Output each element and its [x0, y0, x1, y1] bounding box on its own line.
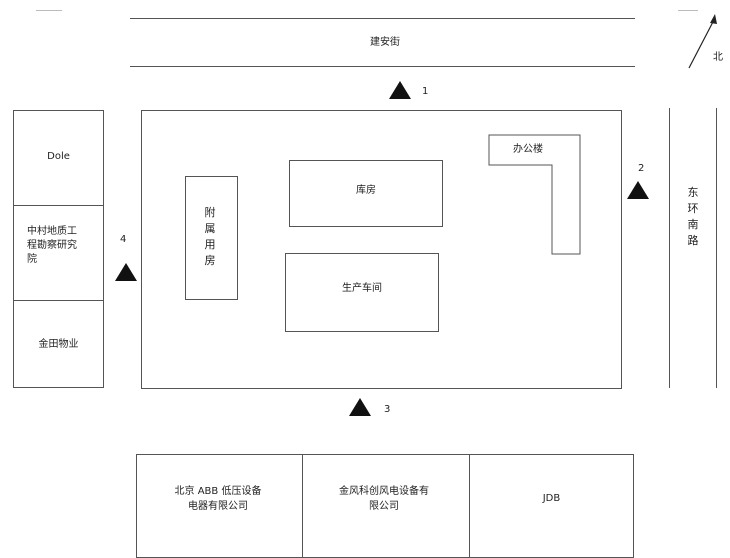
road-top-edge-upper	[130, 18, 635, 19]
ancillary-building	[185, 176, 238, 300]
road-right-edge-left	[669, 108, 670, 388]
entrance-marker-2	[627, 181, 649, 199]
entrance-marker-1	[389, 81, 411, 99]
office-building	[488, 134, 581, 255]
entrance-marker-3-label: 3	[384, 404, 391, 415]
road-right-edge-right	[716, 108, 717, 388]
site-boundary	[141, 110, 622, 389]
entrance-marker-1-label: 1	[422, 86, 429, 97]
road-top-label: 建安街	[370, 37, 400, 48]
warehouse-building	[289, 160, 443, 227]
south-divider-2	[469, 454, 470, 558]
south-divider-1	[302, 454, 303, 558]
ancillary-label: 附属用房	[204, 206, 216, 267]
west-neighbors-block	[13, 110, 104, 388]
workshop-building	[285, 253, 439, 332]
road-top-edge-lower	[130, 66, 635, 67]
south-neighbor-2: 金风科创风电设备有限公司	[339, 486, 429, 512]
corner-mark-left	[36, 10, 62, 11]
corner-mark-right	[678, 10, 698, 11]
west-neighbor-2: 中村地质工程勘察研究院	[27, 226, 77, 265]
entrance-marker-3	[349, 398, 371, 416]
entrance-marker-4	[115, 263, 137, 281]
north-label: 北	[713, 52, 723, 63]
workshop-label: 生产车间	[342, 283, 382, 294]
west-divider-2	[13, 300, 104, 301]
office-building-label: 办公楼	[513, 144, 543, 155]
south-neighbor-1: 北京 ABB 低压设备电器有限公司	[174, 486, 262, 512]
warehouse-label: 库房	[356, 185, 376, 196]
west-neighbor-1: Dole	[47, 151, 70, 162]
west-divider-1	[13, 205, 104, 206]
west-neighbor-3: 金田物业	[38, 339, 79, 350]
road-right-label: 东环南路	[687, 186, 699, 247]
south-neighbor-3: JDB	[542, 493, 561, 504]
north-arrow-icon	[688, 14, 717, 69]
entrance-marker-2-label: 2	[638, 163, 645, 174]
entrance-marker-4-label: 4	[120, 234, 127, 245]
